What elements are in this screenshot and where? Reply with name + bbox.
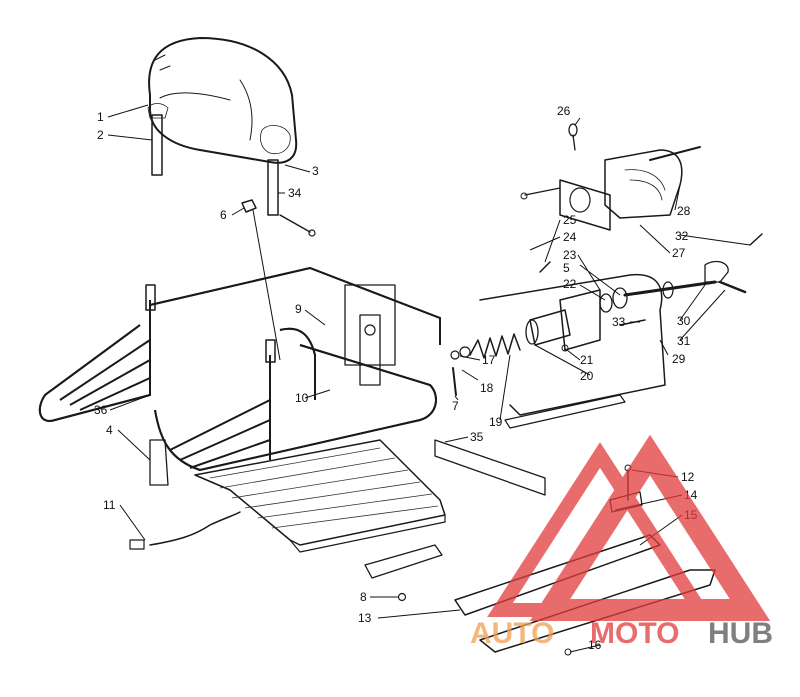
callout-7: 7	[452, 399, 459, 413]
callout-6: 6	[220, 208, 227, 222]
tail-light	[520, 123, 701, 231]
floor-pan	[149, 439, 446, 553]
watermark-triangle-inner	[487, 442, 713, 617]
callout-17: 17	[482, 353, 496, 367]
backrest-assembly	[147, 37, 316, 237]
callout-9: 9	[295, 302, 302, 316]
callout-1: 1	[97, 110, 104, 124]
callout-31: 31	[677, 334, 691, 348]
callout-36: 36	[94, 403, 108, 417]
callout-27: 27	[672, 246, 686, 260]
callout-28: 28	[677, 204, 691, 218]
watermark-text-auto: AUTO	[470, 617, 554, 650]
callout-19: 19	[489, 415, 503, 429]
callout-11: 11	[103, 498, 116, 512]
callout-12: 12	[681, 470, 695, 484]
callout-24: 24	[563, 230, 577, 244]
trim-strip	[434, 439, 546, 496]
callout-13: 13	[358, 611, 372, 625]
callout-25: 25	[563, 213, 577, 227]
callout-23: 23	[563, 248, 577, 262]
callout-33: 33	[612, 315, 626, 329]
callout-5: 5	[563, 261, 570, 275]
callout-29: 29	[672, 352, 686, 366]
callout-4: 4	[106, 423, 113, 437]
callout-35: 35	[470, 430, 484, 444]
callout-34: 34	[288, 186, 302, 200]
wire-harness	[129, 511, 241, 550]
watermark: AUTO MOTO HUB	[470, 434, 773, 650]
callout-26: 26	[557, 104, 571, 118]
callout-30: 30	[677, 314, 691, 328]
callout-20: 20	[580, 369, 594, 383]
callout-18: 18	[480, 381, 494, 395]
callout-2: 2	[97, 128, 104, 142]
hinge-assembly	[450, 233, 763, 429]
callout-8: 8	[360, 590, 367, 604]
callout-labels: 1 2 3 4 5 6 7 8 9 10 11 12 13 14 15 16 1…	[94, 104, 698, 652]
rack-frame	[38, 266, 441, 472]
watermark-text-hub: HUB	[708, 617, 773, 650]
leader-lines	[107, 104, 751, 653]
callout-21: 21	[580, 353, 594, 367]
callout-16: 16	[588, 638, 602, 652]
callout-32: 32	[675, 229, 689, 243]
callout-3: 3	[312, 164, 319, 178]
callout-22: 22	[563, 277, 577, 291]
watermark-text-moto: MOTO	[590, 617, 679, 650]
callout-10: 10	[295, 391, 309, 405]
